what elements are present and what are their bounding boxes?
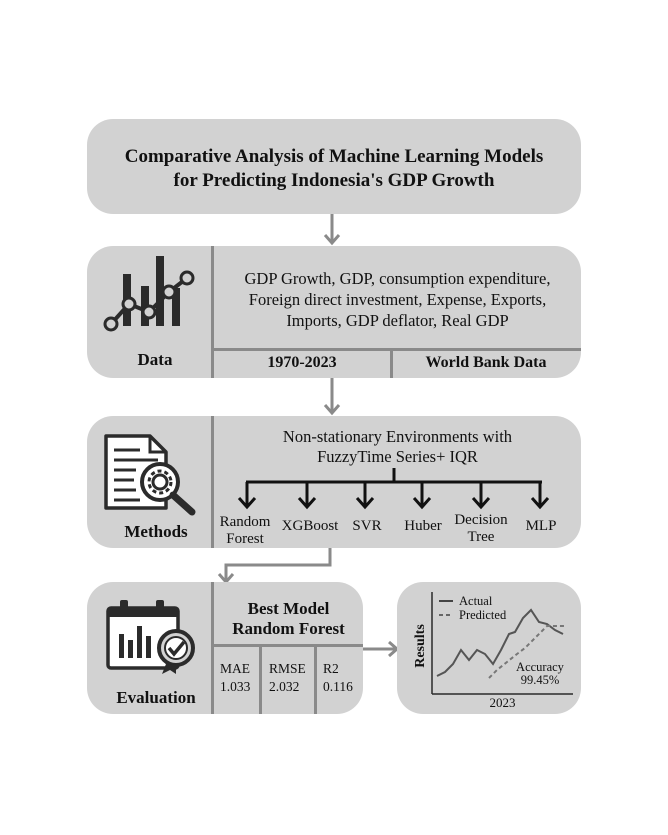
metric-mae-value: 1.033	[220, 679, 251, 694]
method-random-forest-line-2: Forest	[226, 531, 264, 547]
data-period: 1970-2023	[267, 354, 337, 371]
method-svr: SVR	[352, 518, 382, 534]
title-line-1: Comparative Analysis of Machine Learning…	[124, 146, 544, 167]
legend-predicted-label: Predicted	[459, 608, 507, 622]
metric-r2-value: 0.116	[323, 679, 353, 694]
methods-divider-vertical	[211, 416, 214, 548]
metric-mae: MAE 1.033	[220, 660, 250, 696]
predicted-series-line	[488, 625, 565, 679]
evaluation-divider-metric-2	[314, 644, 317, 714]
metric-rmse-name: RMSE	[269, 661, 306, 676]
evaluation-divider-horizontal	[211, 644, 363, 647]
methods-box: Methods Non-stationary Environments with…	[87, 416, 581, 548]
results-box: Results Actual Predicted Accuracy 99.45%…	[397, 582, 581, 714]
title-box: Comparative Analysis of Machine Learning…	[87, 119, 581, 214]
actual-series-line	[436, 608, 564, 677]
method-random-forest-line-1: Random	[219, 514, 271, 530]
data-variables-line-3: Imports, GDP deflator, Real GDP	[286, 311, 509, 330]
metric-mae-name: MAE	[220, 661, 250, 676]
evaluation-board-check-icon	[106, 600, 195, 674]
data-variables-line-2: Foreign direct investment, Expense, Expo…	[248, 290, 547, 309]
methods-heading-line-2: FuzzyTime Series+ IQR	[317, 447, 478, 466]
method-mlp: MLP	[525, 518, 557, 534]
data-source: World Bank Data	[425, 354, 547, 371]
data-label: Data	[137, 350, 173, 369]
evaluation-divider-vertical	[211, 582, 214, 714]
method-xgboost: XGBoost	[281, 518, 339, 534]
data-divider-vertical	[211, 246, 214, 378]
metric-rmse: RMSE 2.032	[269, 660, 306, 696]
methods-tree-connector	[237, 468, 550, 510]
arrow-data-to-methods	[323, 378, 341, 416]
metric-r2-name: R2	[323, 661, 339, 676]
methods-heading-line-1: Non-stationary Environments with	[282, 427, 513, 446]
method-decision-tree: Decision Tree	[447, 512, 515, 546]
method-decision-tree-line-2: Tree	[467, 529, 495, 545]
data-box: Data GDP Growth, GDP, consumption expend…	[87, 246, 581, 378]
title-line-2: for Predicting Indonesia's GDP Growth	[173, 170, 495, 191]
accuracy-label: Accuracy	[516, 660, 564, 674]
method-decision-tree-line-1: Decision	[454, 512, 508, 528]
evaluation-label: Evaluation	[116, 688, 196, 707]
bar-chart-growth-icon	[103, 256, 195, 332]
data-divider-source	[390, 348, 393, 378]
legend-actual-label: Actual	[459, 594, 493, 608]
results-x-label: 2023	[489, 695, 516, 710]
methods-label: Methods	[124, 522, 188, 541]
accuracy-value: 99.45%	[520, 673, 560, 687]
document-search-gear-icon	[104, 434, 196, 516]
data-variables-line-1: GDP Growth, GDP, consumption expenditure…	[244, 269, 551, 288]
best-model-name: Random Forest	[232, 619, 345, 638]
evaluation-box: Evaluation Best Model Random Forest MAE …	[87, 582, 363, 714]
best-model-label: Best Model	[247, 599, 330, 618]
arrow-title-to-data	[323, 214, 341, 246]
method-huber: Huber	[404, 518, 442, 534]
metric-r2: R2 0.116	[323, 660, 353, 696]
evaluation-divider-metric-1	[259, 644, 262, 714]
data-divider-horizontal	[211, 348, 581, 351]
results-mini-chart	[431, 592, 573, 695]
method-random-forest: Random Forest	[213, 514, 277, 548]
metric-rmse-value: 2.032	[269, 679, 300, 694]
